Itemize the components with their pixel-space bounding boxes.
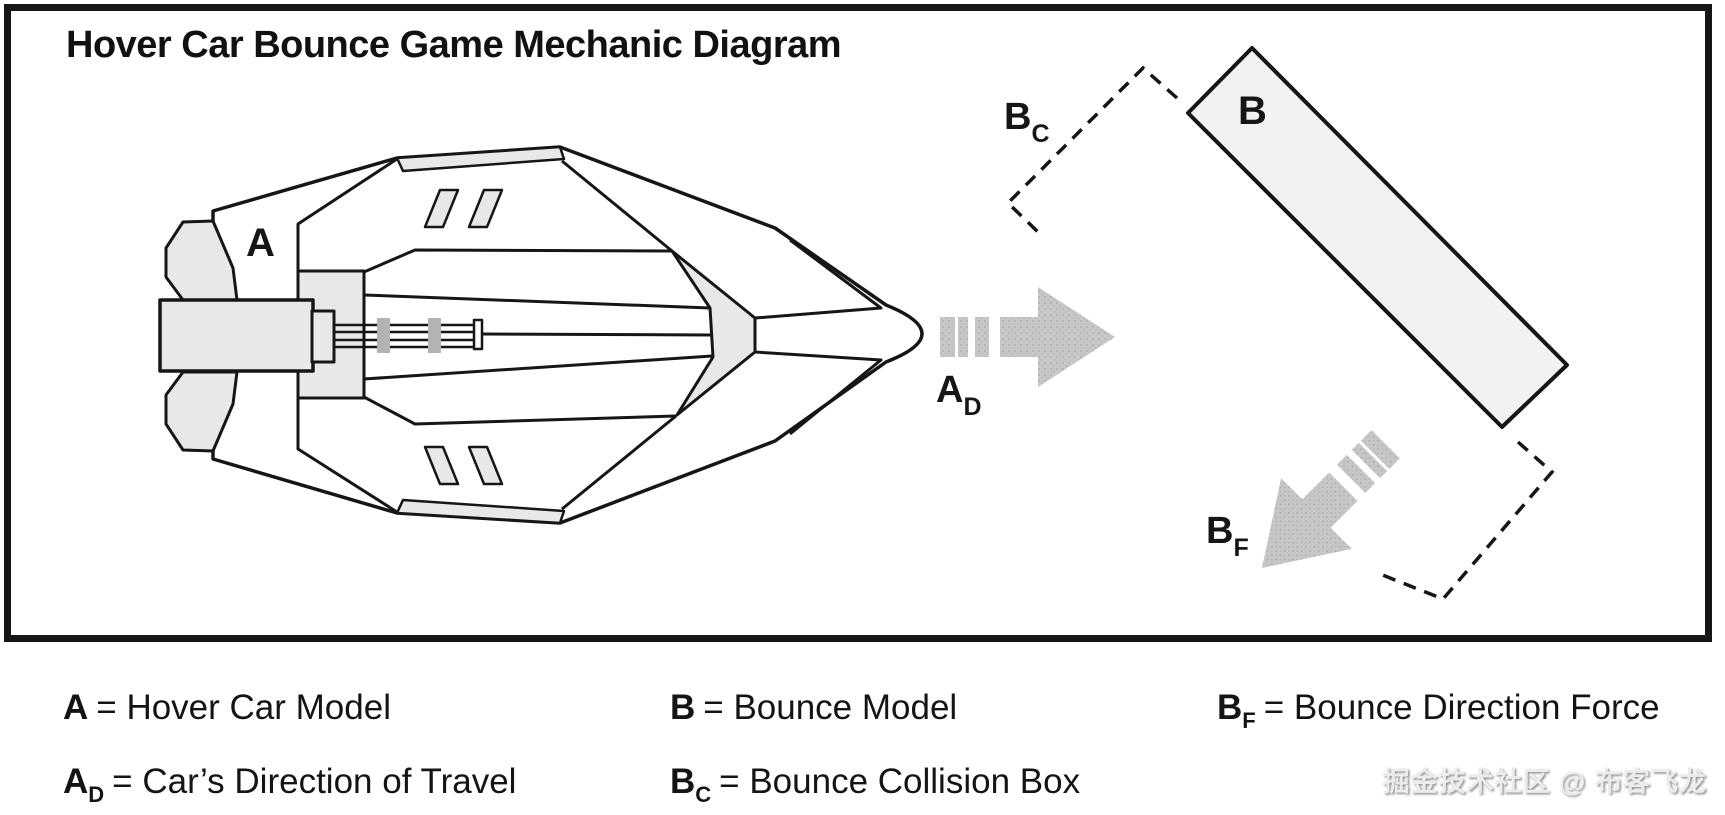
car-window bbox=[467, 188, 504, 229]
car-nose-facets bbox=[754, 238, 883, 436]
hover-car-model bbox=[158, 145, 924, 525]
collision-box-dashes-top bbox=[1005, 65, 1179, 234]
legend-item-bounce-model: B= Bounce Model bbox=[670, 688, 958, 727]
label-bounce-model: B bbox=[1238, 89, 1267, 133]
car-barrel-clamp bbox=[377, 318, 390, 353]
car-window bbox=[423, 188, 460, 229]
diagram-title: Hover Car Bounce Game Mechanic Diagram bbox=[66, 24, 842, 66]
collision-box-dashes-bottom bbox=[1379, 440, 1555, 602]
bounce-model-rect bbox=[1186, 46, 1569, 429]
car-window bbox=[467, 445, 504, 486]
car-barrels bbox=[333, 318, 484, 351]
label-bounce-force: BF bbox=[1206, 510, 1249, 562]
travel-direction-arrow bbox=[940, 287, 1115, 387]
car-deck-strip-bottom bbox=[395, 498, 566, 525]
car-barrel-clamp bbox=[428, 318, 441, 353]
bounce-force-arrow bbox=[1262, 430, 1400, 568]
car-fin-bottom bbox=[164, 370, 239, 453]
label-bounce-collision: BC bbox=[1004, 96, 1050, 148]
watermark: 掘金技术社区 @ 布客飞龙 bbox=[1382, 767, 1707, 797]
car-engine-connector bbox=[310, 309, 336, 364]
car-window bbox=[423, 445, 460, 486]
car-engine-block bbox=[158, 298, 315, 373]
label-hover-car: A bbox=[246, 221, 275, 265]
car-fin-top bbox=[164, 219, 239, 302]
car-cabin-lines bbox=[363, 159, 713, 511]
legend-item-bounce-force: BF= Bounce Direction Force bbox=[1217, 688, 1660, 733]
car-deck-strip-top bbox=[395, 145, 566, 173]
label-travel-direction: AD bbox=[936, 369, 982, 421]
legend-item-bounce-collision: BC= Bounce Collision Box bbox=[670, 762, 1081, 807]
legend-item-car-direction: AD= Car’s Direction of Travel bbox=[63, 762, 517, 807]
legend-item-hover-car: A= Hover Car Model bbox=[63, 688, 391, 727]
